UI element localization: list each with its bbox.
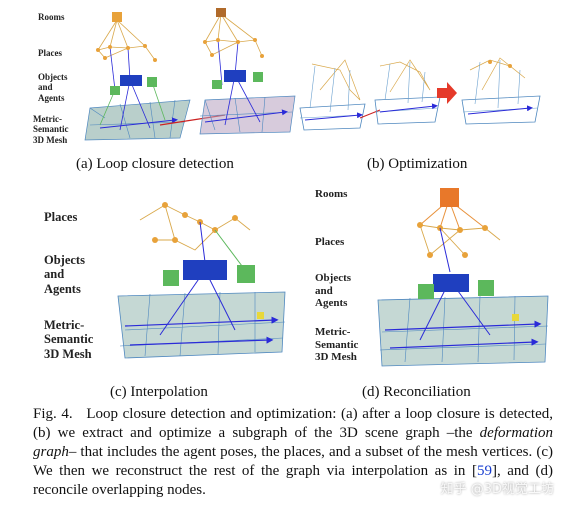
caption-d: (d) Reconciliation — [362, 384, 471, 400]
label-objects-c: Objects and Agents — [44, 253, 85, 296]
caption-text-1: Loop closure detection and optimization:… — [33, 406, 553, 441]
label-objects-d: Objects and Agents — [315, 272, 352, 310]
label-rooms-a: Rooms — [38, 12, 65, 22]
watermark: 知乎 @3D视觉工坊 — [440, 482, 554, 497]
caption-italic: deformation graph — [33, 425, 553, 460]
label-mesh-d: Metric- Semantic 3D Mesh — [315, 326, 359, 364]
label-mesh-c: Metric- Semantic 3D Mesh — [44, 318, 94, 361]
caption-c: (c) Interpolation — [110, 384, 208, 400]
citation-link[interactable]: 59 — [476, 463, 492, 479]
label-mesh-a: Metric- Semantic 3D Mesh — [33, 114, 69, 145]
label-places-a: Places — [38, 48, 62, 58]
caption-text-2: – that includes the agent poses, the pla… — [33, 444, 553, 479]
caption-b: (b) Optimization — [367, 156, 468, 172]
panel-b-graph — [299, 57, 541, 131]
caption-a: (a) Loop closure detection — [76, 156, 234, 172]
panel-c-graph — [117, 202, 286, 359]
figure-number: Fig. 4. — [33, 406, 73, 422]
figure-caption: Fig. 4. Loop closure detection and optim… — [33, 405, 553, 500]
panel-d-graph — [377, 188, 549, 367]
panel-a-graph-left — [84, 12, 191, 141]
label-places-d: Places — [315, 236, 345, 248]
label-rooms-d: Rooms — [315, 188, 348, 200]
caption-text-3: ], and (d) reconcile overlapping nodes. — [33, 463, 553, 498]
label-places-c: Places — [44, 210, 78, 224]
panel-a-graph-right — [199, 8, 296, 135]
label-objects-a: Objects and Agents — [38, 72, 68, 103]
red-arrow-icon — [437, 82, 457, 104]
